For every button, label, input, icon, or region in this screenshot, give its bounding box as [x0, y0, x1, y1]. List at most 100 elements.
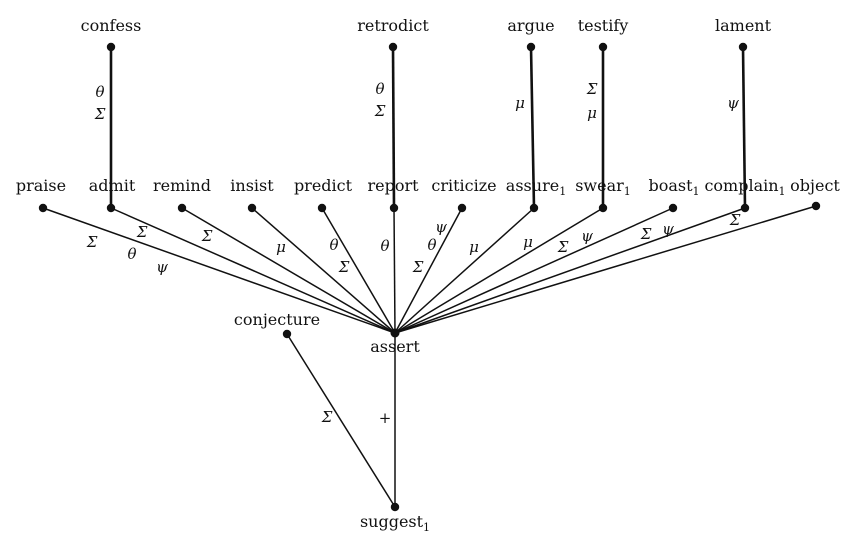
edge-label-testify_swear-1: μ	[587, 104, 597, 122]
edge-insist-assert	[251, 207, 396, 334]
edge-praise-assert	[42, 207, 396, 334]
node-text-lament: lament	[715, 16, 772, 35]
node-dot-conjecture	[282, 329, 292, 339]
node-dot-argue	[526, 42, 536, 52]
node-text-predict: predict	[294, 176, 353, 195]
edge-label-boast_assert-1: ψ	[581, 227, 593, 245]
edge-label-remind_assert-0: Σ	[201, 227, 213, 245]
node-dot-lament	[738, 42, 748, 52]
node-label-praise: praise	[16, 176, 66, 195]
node-dot-admit	[106, 203, 116, 213]
node-dot-swear	[598, 203, 608, 213]
node-text-admit: admit	[89, 176, 136, 195]
node-dot-retrodict	[388, 42, 398, 52]
node-dot-praise	[38, 203, 48, 213]
node-text-suggest: suggest	[360, 512, 424, 531]
edge-predict-assert	[321, 207, 396, 334]
node-text-conjecture: conjecture	[234, 310, 320, 329]
node-label-swear: swear1	[575, 176, 631, 198]
edge-label-complain_assert-0: Σ	[640, 225, 652, 243]
edge-label-argue_assure-0: μ	[515, 94, 525, 112]
edge-label-retrodict_report-0: θ	[375, 80, 384, 98]
edge-boast-assert	[394, 207, 674, 334]
node-text-boast: boast	[648, 176, 693, 195]
node-text-insist: insist	[230, 176, 274, 195]
edge-label-criticize_assert-0: ψ	[435, 218, 447, 236]
node-label-assert: assert	[370, 337, 420, 356]
node-subscript-suggest: 1	[423, 521, 430, 534]
node-label-complain: complain1	[704, 176, 785, 198]
edge-remind-assert	[181, 207, 396, 334]
node-dot-criticize	[457, 203, 467, 213]
edge-label-lament_complain-0: ψ	[727, 94, 739, 112]
node-labels: confess retrodict argue testify lament praise…	[16, 16, 841, 534]
node-label-boast: boast1	[648, 176, 699, 198]
edge-label-praise_assert-2: ψ	[156, 258, 168, 276]
edge-label-report_assert-0: θ	[380, 237, 389, 255]
edge-conjecture-suggest	[286, 333, 396, 508]
edge-label-praise_assert-0: Σ	[86, 233, 98, 251]
edge-label-conjecture_suggest-0: Σ	[321, 408, 333, 426]
node-subscript-complain: 1	[779, 185, 786, 198]
edge-label-admit_assert-0: Σ	[136, 223, 148, 241]
node-label-predict: predict	[294, 176, 353, 195]
edge-label-confess_admit-1: Σ	[94, 105, 106, 123]
edges	[42, 46, 817, 508]
node-subscript-swear: 1	[624, 185, 631, 198]
node-label-lament: lament	[715, 16, 772, 35]
edge-label-insist_assert-0: μ	[276, 238, 286, 256]
edge-report-assert	[393, 207, 396, 334]
node-label-testify: testify	[578, 16, 629, 35]
node-dot-assert	[390, 328, 400, 338]
node-text-testify: testify	[578, 16, 629, 35]
node-text-argue: argue	[507, 16, 554, 35]
node-dot-complain	[740, 203, 750, 213]
node-text-criticize: criticize	[431, 176, 496, 195]
node-text-confess: confess	[81, 16, 142, 35]
node-subscript-boast: 1	[693, 185, 700, 198]
node-label-criticize: criticize	[431, 176, 496, 195]
edge-admit-assert	[110, 207, 396, 334]
node-text-complain: complain	[704, 176, 778, 195]
edge-label-complain_assert-1: ψ	[662, 220, 674, 238]
node-text-object: object	[790, 176, 840, 195]
edge-label-predict_assert-1: Σ	[338, 258, 350, 276]
node-dot-object	[811, 201, 821, 211]
node-label-confess: confess	[81, 16, 142, 35]
node-text-assure: assure	[506, 176, 559, 195]
node-text-report: report	[367, 176, 419, 195]
node-dot-insist	[247, 203, 257, 213]
edge-swear-assert	[394, 207, 604, 334]
node-label-report: report	[367, 176, 419, 195]
node-subscript-assure: 1	[559, 185, 566, 198]
node-text-retrodict: retrodict	[357, 16, 429, 35]
edge-label-criticize_assert-2: Σ	[412, 258, 424, 276]
edge-label-assert_suggest-0: +	[379, 409, 392, 427]
node-dot-testify	[598, 42, 608, 52]
edge-label-boast_assert-0: Σ	[557, 238, 569, 256]
node-label-suggest: suggest1	[360, 512, 430, 534]
node-text-remind: remind	[153, 176, 211, 195]
node-dot-remind	[177, 203, 187, 213]
node-label-conjecture: conjecture	[234, 310, 320, 329]
node-label-argue: argue	[507, 16, 554, 35]
node-dot-suggest	[390, 502, 400, 512]
node-label-admit: admit	[89, 176, 136, 195]
node-label-retrodict: retrodict	[357, 16, 429, 35]
edge-criticize-assert	[394, 207, 463, 334]
node-label-assure: assure1	[506, 176, 566, 198]
edge-label-retrodict_report-1: Σ	[374, 102, 386, 120]
node-dot-confess	[106, 42, 116, 52]
node-dot-assure	[529, 203, 539, 213]
edge-retrodict-report	[391, 46, 396, 209]
edge-label-swear_assert-0: μ	[523, 233, 533, 251]
node-text-praise: praise	[16, 176, 66, 195]
edge-label-assure_assert-0: μ	[469, 238, 479, 256]
node-text-assert: assert	[370, 337, 420, 356]
node-dot-report	[389, 203, 399, 213]
node-dot-predict	[317, 203, 327, 213]
edge-complain-assert	[394, 207, 746, 334]
edge-assure-assert	[394, 207, 535, 334]
